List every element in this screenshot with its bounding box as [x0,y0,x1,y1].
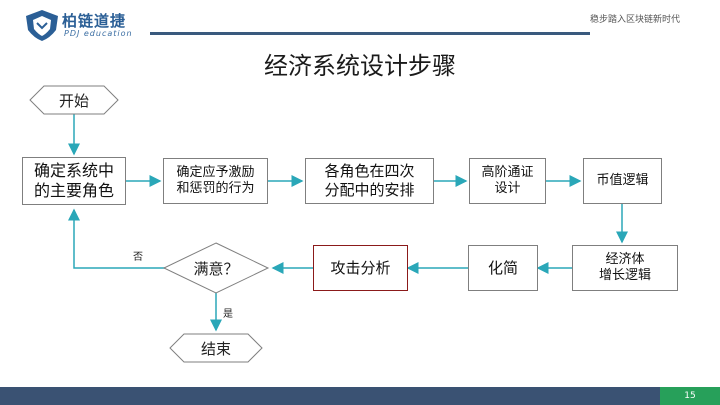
step-economy-growth-label: 经济体 增长逻辑 [598,251,651,283]
brand-subtitle: PDJ education [64,29,133,38]
decision-diamond [162,242,270,294]
step-advanced-token-label: 高阶通证 设计 [481,164,534,196]
step-attack-analysis-label: 攻击分析 [330,258,391,277]
step-incentive-behaviors: 确定应予激励 和惩罚的行为 [163,158,268,204]
step-role-distribution-label: 各角色在四次 分配中的安排 [324,162,415,199]
header-tagline: 稳步踏入区块链新时代 [590,15,681,25]
edge-label-no: 否 [133,252,143,263]
step-identify-roles-label: 确定系统中 的主要角色 [33,161,114,200]
step-attack-analysis: 攻击分析 [313,245,408,291]
step-economy-growth: 经济体 增长逻辑 [572,245,678,291]
step-simplify-label: 化简 [487,258,518,277]
shield-logo-icon [26,10,58,41]
step-simplify: 化简 [468,245,538,291]
end-shape [169,333,263,363]
step-identify-roles: 确定系统中 的主要角色 [22,157,126,205]
edge-label-yes: 是 [223,309,233,320]
step-role-distribution: 各角色在四次 分配中的安排 [305,158,434,204]
footer-bar [0,387,660,405]
page-title: 经济系统设计步骤 [264,52,456,80]
page-number: 15 [660,387,720,405]
header-divider [150,32,590,35]
start-shape [29,85,119,115]
end-node: 结束 [200,339,231,358]
step-incentive-behaviors-label: 确定应予激励 和惩罚的行为 [176,164,255,196]
step-token-value-logic: 币值逻辑 [583,158,662,204]
edge-decision-no [68,208,166,269]
logo [22,8,152,42]
step-advanced-token: 高阶通证 设计 [469,158,546,204]
step-token-value-logic-label: 币值逻辑 [596,172,649,188]
decision-label: 满意？ [193,259,239,278]
brand-name: 柏链道捷 [62,12,127,30]
start-node: 开始 [58,91,89,110]
